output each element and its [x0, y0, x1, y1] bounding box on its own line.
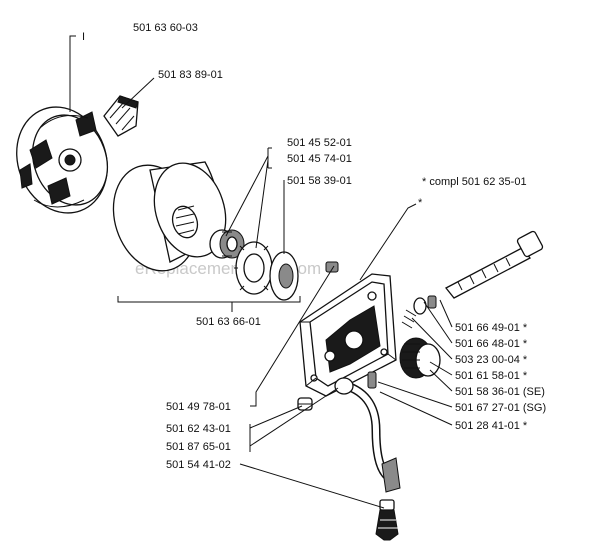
washer — [269, 251, 299, 301]
oil-filter — [375, 499, 399, 541]
leader-lines — [69, 35, 453, 509]
label-clutch-marker: I — [82, 31, 85, 43]
label-clutch: 501 63 60-03 — [133, 22, 198, 34]
plug — [297, 397, 313, 411]
label-p1: 501 66 49-01 * — [455, 322, 528, 334]
label-drum: 501 63 66-01 — [196, 316, 261, 328]
nut — [325, 261, 339, 273]
pump-screw — [367, 371, 377, 389]
label-plug: 501 62 43-01 — [166, 423, 231, 435]
label-p3: 503 23 00-04 * — [455, 354, 528, 366]
label-p2: 501 66 48-01 * — [455, 338, 528, 350]
label-washer: 501 58 39-01 — [287, 175, 352, 187]
label-compl-marker: * — [418, 197, 423, 209]
oil-pump-housing — [299, 273, 397, 397]
label-p5: 501 58 36-01 (SE) — [455, 386, 545, 398]
rim-sprocket — [234, 241, 274, 295]
clutch-drum — [112, 161, 227, 272]
label-compl: * compl 501 62 35-01 — [422, 176, 527, 188]
label-p7: 501 28 41-01 * — [455, 420, 528, 432]
needle-bearing — [209, 229, 245, 259]
label-p6: 501 67 27-01 (SG) — [455, 402, 546, 414]
label-p4: 501 61 58-01 * — [455, 370, 528, 382]
clutch-spring — [103, 95, 139, 137]
worm-gear — [399, 337, 441, 379]
label-spring: 501 83 89-01 — [158, 69, 223, 81]
clutch-assembly — [16, 106, 108, 214]
oil-hose — [334, 377, 401, 493]
pump-piston — [401, 230, 544, 329]
label-hose-fitting: 501 87 65-01 — [166, 441, 231, 453]
part-labels: I 501 63 60-03 501 83 89-01 501 45 52-01… — [82, 22, 546, 471]
label-bearing: 501 45 52-01 — [287, 137, 352, 149]
label-bearing-alt: 501 45 74-01 — [287, 153, 352, 165]
label-filter: 501 54 41-02 — [166, 459, 231, 471]
label-pump-screw: 501 49 78-01 — [166, 401, 231, 413]
